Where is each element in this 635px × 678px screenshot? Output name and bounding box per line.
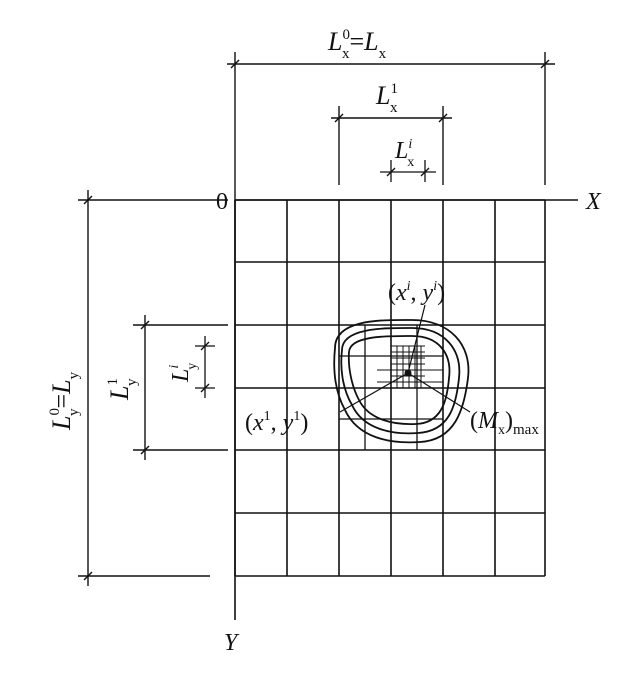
label-point-i: (xi, yi) [388, 279, 445, 306]
y-axis-label: Y [224, 630, 240, 656]
dimension-lxi [380, 160, 436, 182]
label-point-1: (x1, y1) [245, 409, 308, 436]
coarse-grid [234, 199, 546, 577]
x-axis-label: X [585, 189, 602, 215]
contour-middle [340, 327, 461, 435]
contour-outer [333, 319, 470, 444]
label-moment-max: (Mx)max [470, 408, 539, 438]
dimension-lyi [195, 336, 215, 398]
dimension-ly1 [133, 315, 228, 460]
contour-inner [347, 335, 451, 425]
moment-contours [333, 319, 470, 444]
origin-label: 0 [216, 189, 228, 215]
dimension-lx1 [331, 106, 452, 185]
dimension-ly0 [78, 190, 228, 586]
leader-lines [339, 304, 471, 413]
dimension-lx0 [227, 52, 555, 200]
